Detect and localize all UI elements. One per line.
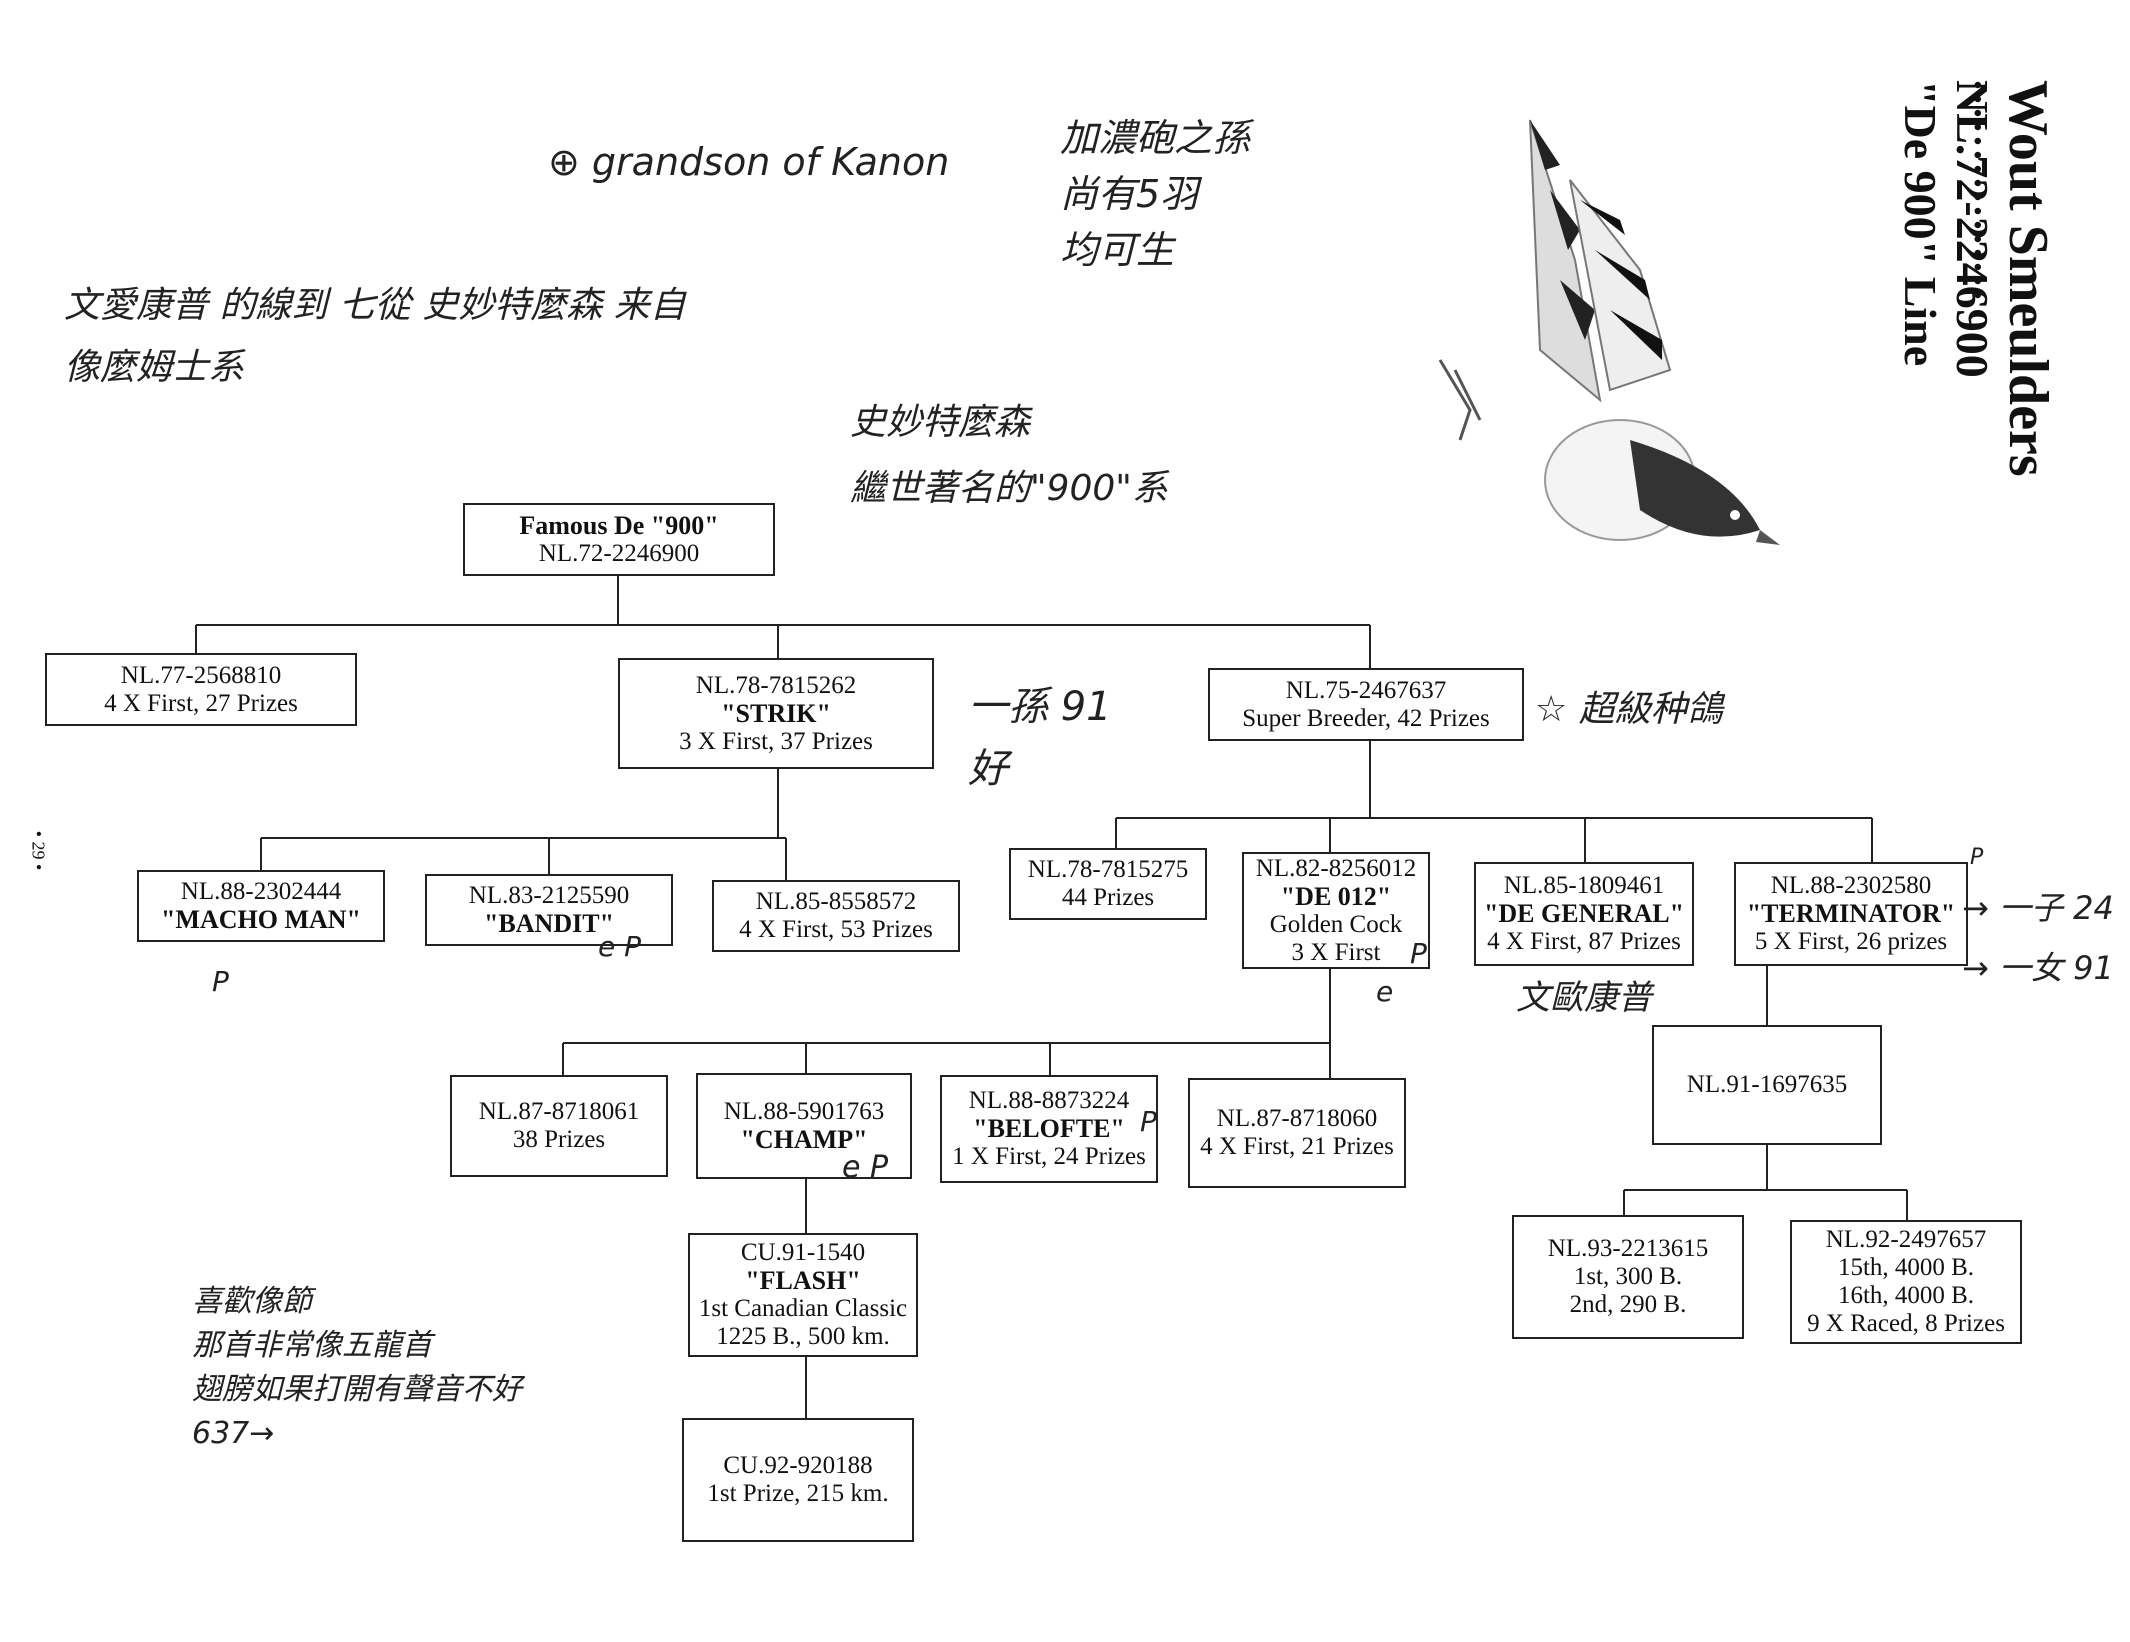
node-line: NL.77-2568810 bbox=[120, 661, 282, 689]
node-name: "CHAMP" bbox=[740, 1125, 868, 1154]
node-line: CU.92-920188 bbox=[723, 1452, 873, 1479]
node-cu92-920188: CU.92-920188 1st Prize, 215 km. bbox=[682, 1418, 914, 1542]
mark-terminator: P bbox=[1970, 845, 1984, 870]
node-line: CU.91-1540 bbox=[740, 1239, 866, 1266]
node-nl85-8558572: NL.85-8558572 4 X First, 53 Prizes bbox=[712, 880, 960, 952]
node-name: "DE GENERAL" bbox=[1483, 899, 1685, 928]
node-line: 1225 B., 500 km. bbox=[716, 1323, 890, 1350]
node-line: NL.91-1697635 bbox=[1686, 1071, 1848, 1098]
page-number: • 29 • bbox=[28, 830, 49, 871]
node-strik: NL.78-7815262 "STRIK" 3 X First, 37 Priz… bbox=[618, 658, 934, 769]
node-line: NL.88-8873224 bbox=[968, 1087, 1130, 1114]
node-line: NL.93-2213615 bbox=[1547, 1235, 1709, 1262]
node-line: 44 Prizes bbox=[1061, 884, 1155, 911]
mark-belofte: P bbox=[1140, 1105, 1157, 1138]
node-line: NL.88-5901763 bbox=[723, 1098, 885, 1125]
node-belofte: NL.88-8873224 "BELOFTE" 1 X First, 24 Pr… bbox=[940, 1075, 1158, 1183]
node-line: 1 X First, 24 Prizes bbox=[952, 1143, 1146, 1170]
mark-de012-b: e bbox=[1376, 975, 1394, 1008]
title-rotated: Wout Smeulders NL.72-2246900 "De 900" Li… bbox=[1858, 80, 2059, 650]
node-line: NL.85-1809461 bbox=[1503, 872, 1665, 899]
title-block: Wout Smeulders NL.72-2246900 "De 900" Li… bbox=[1858, 80, 2059, 650]
node-line: 4 X First, 21 Prizes bbox=[1200, 1133, 1394, 1160]
node-line: 1st Prize, 215 km. bbox=[707, 1480, 889, 1507]
note-mid-cn: 史妙特麼森 繼世著名的"900"系 bbox=[850, 402, 1168, 509]
node-nl92-2497657: NL.92-2497657 15th, 4000 B. 16th, 4000 B… bbox=[1790, 1220, 2022, 1344]
node-line: 15th, 4000 B. bbox=[1837, 1254, 1975, 1281]
node-champ: NL.88-5901763 "CHAMP" bbox=[696, 1073, 912, 1179]
node-name: "STRIK" bbox=[721, 698, 831, 728]
title-line: "De 900" Line bbox=[1895, 80, 1946, 367]
node-root-name: Famous De "900" bbox=[519, 510, 719, 540]
node-nl87-8718060: NL.87-8718060 4 X First, 21 Prizes bbox=[1188, 1078, 1406, 1188]
note-super-breeder: ☆ 超級种鴿 bbox=[1535, 689, 1723, 730]
node-nl93-2213615: NL.93-2213615 1st, 300 B. 2nd, 290 B. bbox=[1512, 1215, 1744, 1339]
node-nl78-7815275: NL.78-7815275 44 Prizes bbox=[1009, 848, 1207, 920]
node-nl75-2467637: NL.75-2467637 Super Breeder, 42 Prizes bbox=[1208, 668, 1524, 741]
note-general: 文歐康普 bbox=[1516, 978, 1652, 1018]
mark-bandit: e P bbox=[598, 930, 642, 963]
note-bottom-cn: 喜歡像節 那首非常像五龍首 翅膀如果打開有聲音不好 637→ bbox=[192, 1284, 522, 1451]
node-line: NL.92-2497657 bbox=[1825, 1226, 1987, 1253]
node-macho-man: NL.88-2302444 "MACHO MAN" bbox=[137, 870, 385, 942]
node-line: 4 X First, 53 Prizes bbox=[739, 916, 933, 943]
node-line: NL.83-2125590 bbox=[468, 882, 630, 909]
node-line: Super Breeder, 42 Prizes bbox=[1242, 704, 1490, 732]
node-line: 2nd, 290 B. bbox=[1569, 1291, 1687, 1318]
node-line: Golden Cock bbox=[1269, 910, 1403, 938]
node-line: NL.87-8718060 bbox=[1216, 1105, 1378, 1132]
node-name: "FLASH" bbox=[745, 1266, 861, 1295]
note-grandson: ⊕ grandson of Kanon bbox=[548, 140, 950, 184]
mark-de012-a: P bbox=[1410, 937, 1427, 970]
node-line: NL.78-7815275 bbox=[1027, 856, 1189, 883]
node-line: NL.82-8256012 bbox=[1255, 854, 1417, 882]
node-line: 4 X First, 87 Prizes bbox=[1487, 928, 1681, 955]
node-line: 16th, 4000 B. bbox=[1837, 1282, 1975, 1309]
note-top-left-cn: 文愛康普 的線到 七從 史妙特麼森 来自 像麼姆士系 bbox=[64, 285, 686, 388]
node-line: 38 Prizes bbox=[512, 1126, 606, 1153]
node-flash: CU.91-1540 "FLASH" 1st Canadian Classic … bbox=[688, 1233, 918, 1357]
mark-champ: e P bbox=[842, 1150, 889, 1185]
title-dots: ................ bbox=[1968, 80, 2008, 304]
mark-macho: P bbox=[212, 965, 229, 998]
node-de-012: NL.82-8256012 "DE 012" Golden Cock 3 X F… bbox=[1242, 852, 1430, 969]
note-terminator: → 一子 24 → 一女 91 bbox=[1962, 889, 2114, 987]
node-nl91-1697635: NL.91-1697635 bbox=[1652, 1025, 1882, 1145]
node-line: NL.85-8558572 bbox=[755, 888, 917, 915]
node-line: NL.87-8718061 bbox=[478, 1098, 640, 1125]
node-line: 3 X First, 37 Prizes bbox=[679, 727, 873, 755]
node-name: "BANDIT" bbox=[484, 909, 614, 938]
node-bandit: NL.83-2125590 "BANDIT" bbox=[425, 874, 673, 946]
pigeon-illustration bbox=[1438, 119, 1780, 545]
note-strik: 一孫 91 好 bbox=[968, 684, 1112, 792]
node-line: 9 X Raced, 8 Prizes bbox=[1807, 1310, 2005, 1337]
node-line: 3 X First bbox=[1291, 938, 1381, 966]
node-line: 5 X First, 26 prizes bbox=[1754, 928, 1948, 955]
node-root: Famous De "900" NL.72-2246900 bbox=[463, 503, 775, 576]
node-nl87-8718061: NL.87-8718061 38 Prizes bbox=[450, 1075, 668, 1177]
node-nl77-2568810: NL.77-2568810 4 X First, 27 Prizes bbox=[45, 653, 357, 726]
node-line: NL.88-2302580 bbox=[1770, 872, 1932, 899]
node-name: "DE 012" bbox=[1280, 881, 1392, 911]
node-line: NL.75-2467637 bbox=[1285, 676, 1447, 704]
note-top-right-cn: 加濃砲之孫 尚有5羽 均可生 bbox=[1060, 116, 1251, 272]
node-line: NL.78-7815262 bbox=[695, 671, 857, 699]
node-de-general: NL.85-1809461 "DE GENERAL" 4 X First, 87… bbox=[1474, 862, 1694, 966]
node-line: 1st Canadian Classic bbox=[698, 1295, 908, 1322]
node-terminator: NL.88-2302580 "TERMINATOR" 5 X First, 26… bbox=[1734, 862, 1968, 966]
node-name: "MACHO MAN" bbox=[160, 905, 361, 934]
node-name: "BELOFTE" bbox=[973, 1114, 1125, 1143]
node-line: NL.88-2302444 bbox=[180, 878, 342, 905]
node-name: "TERMINATOR" bbox=[1746, 899, 1956, 928]
node-root-line-0: NL.72-2246900 bbox=[538, 539, 700, 567]
node-line: 4 X First, 27 Prizes bbox=[104, 689, 298, 717]
node-line: 1st, 300 B. bbox=[1573, 1263, 1683, 1290]
